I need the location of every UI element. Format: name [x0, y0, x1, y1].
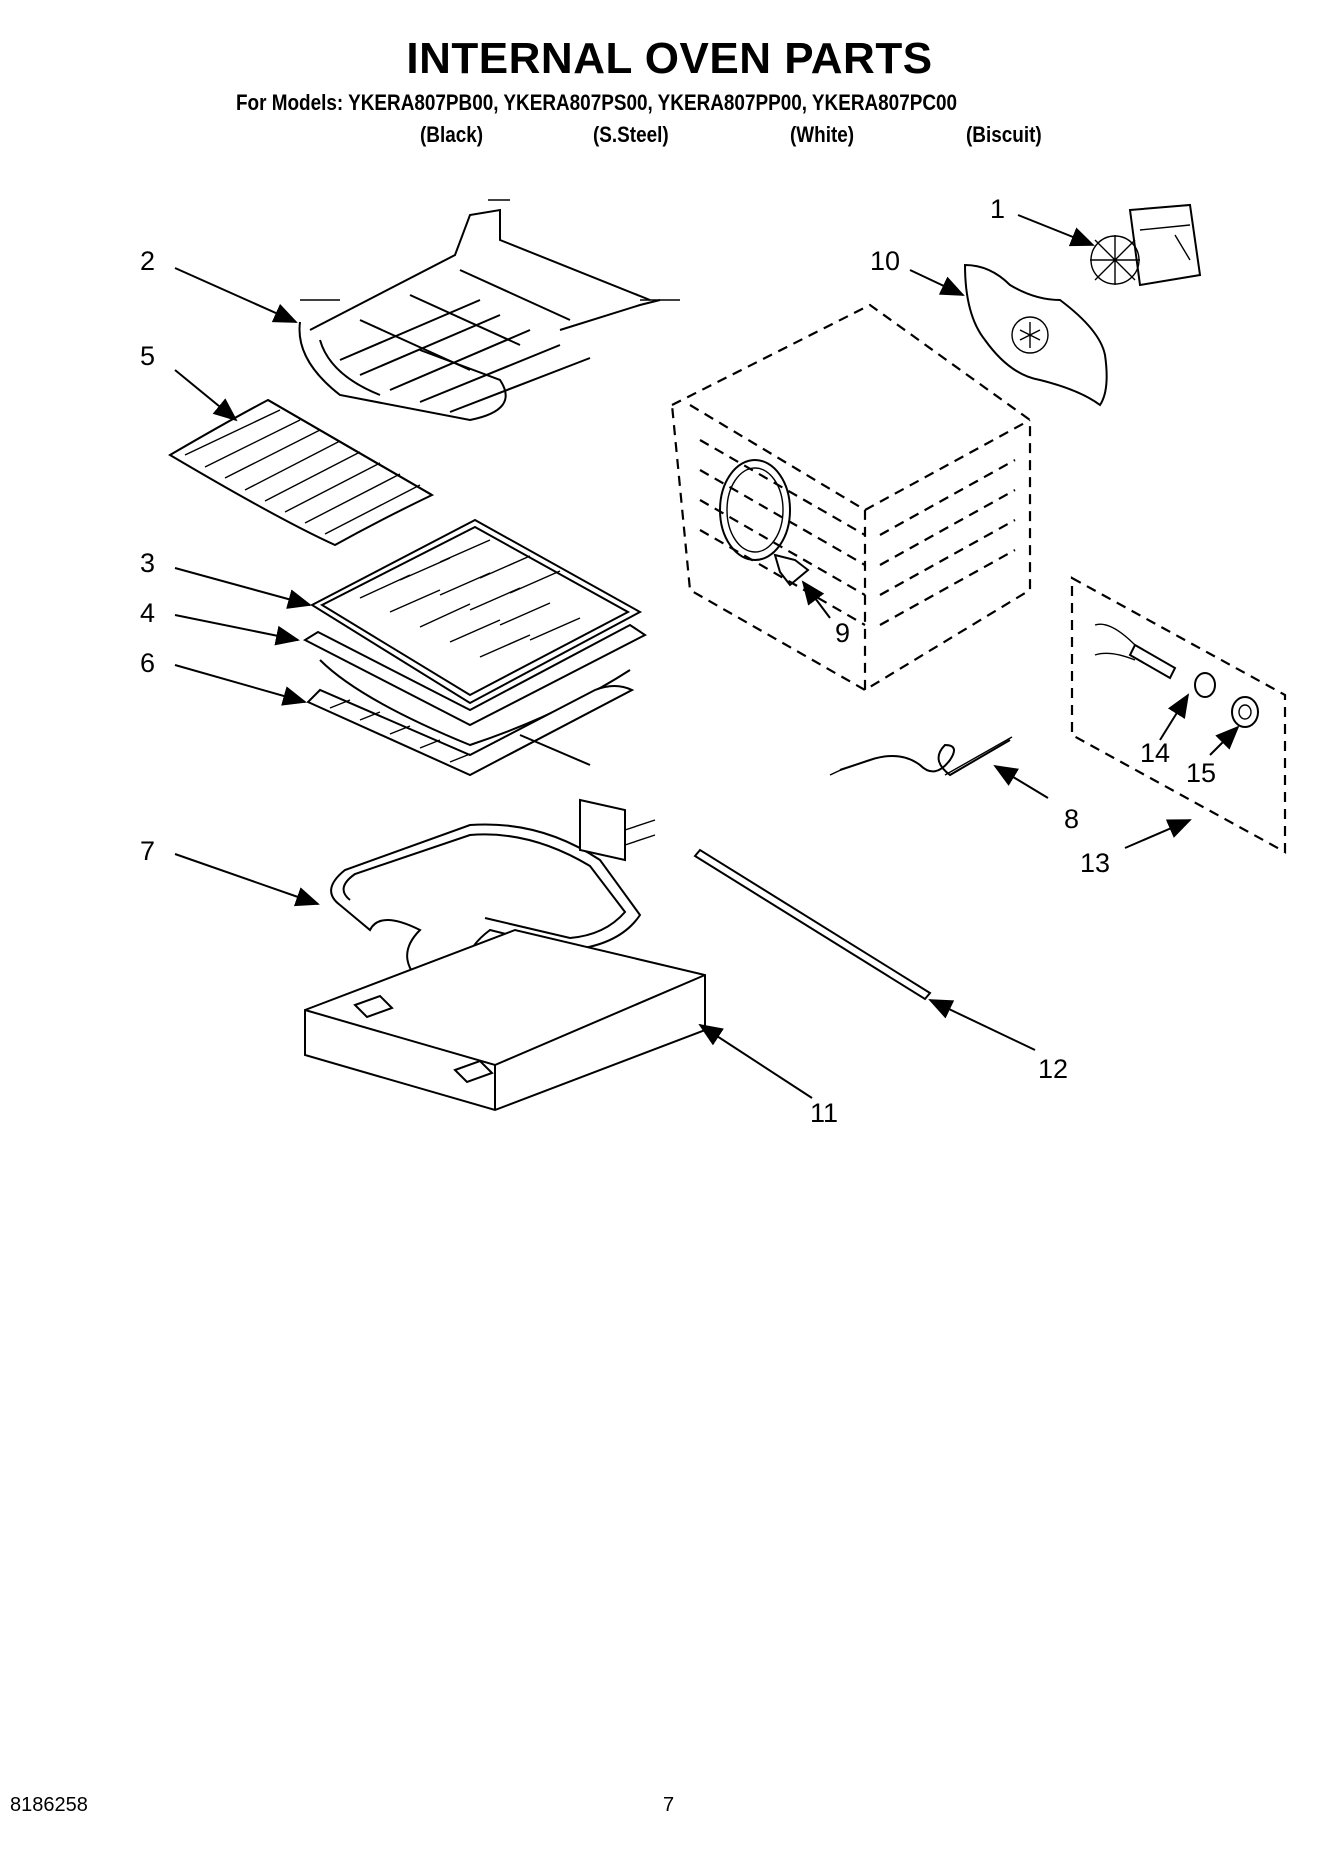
- fan-motor: [1090, 203, 1202, 287]
- fan-cover: [963, 263, 1108, 407]
- callout-12: 12: [1038, 1054, 1068, 1084]
- callout-labels: 1 2 3 4 5 6 7 8 9 10 11 12 13 14 15: [140, 194, 1216, 1128]
- callout-5: 5: [140, 341, 155, 371]
- finish-white: (White): [790, 122, 855, 147]
- callout-15: 15: [1186, 758, 1216, 788]
- lower-rack: [306, 685, 635, 777]
- callout-9: 9: [835, 618, 850, 648]
- callout-6: 6: [140, 648, 155, 678]
- probe-receptacle-kit: [1070, 576, 1287, 854]
- temperature-probe: [829, 736, 1013, 777]
- callout-11: 11: [810, 1098, 838, 1128]
- callout-10: 10: [870, 246, 900, 276]
- models-line: For Models: YKERA807PB00, YKERA807PS00, …: [236, 90, 958, 115]
- callout-4: 4: [140, 598, 155, 628]
- callout-14: 14: [1140, 738, 1170, 768]
- trim-strip: [693, 848, 932, 1001]
- broil-element: [298, 199, 680, 422]
- callout-8: 8: [1064, 804, 1079, 834]
- callout-2: 2: [140, 246, 155, 276]
- bake-element: [330, 798, 656, 991]
- finish-black: (Black): [420, 122, 484, 147]
- document-number: 8186258: [10, 1794, 88, 1816]
- callout-7: 7: [140, 836, 155, 866]
- leader-lines: [174, 214, 1240, 1099]
- finish-stainless-steel: (S.Steel): [593, 122, 669, 147]
- finish-biscuit: (Biscuit): [966, 122, 1042, 147]
- callout-1: 1: [990, 194, 1005, 224]
- oven-cavity: [670, 303, 1032, 692]
- page-title: INTERNAL OVEN PARTS: [406, 34, 933, 83]
- callout-3: 3: [140, 548, 155, 578]
- oven-rack: [168, 398, 435, 547]
- callout-13: 13: [1080, 848, 1110, 878]
- page-number: 7: [663, 1794, 675, 1816]
- element-shield: [304, 928, 706, 1112]
